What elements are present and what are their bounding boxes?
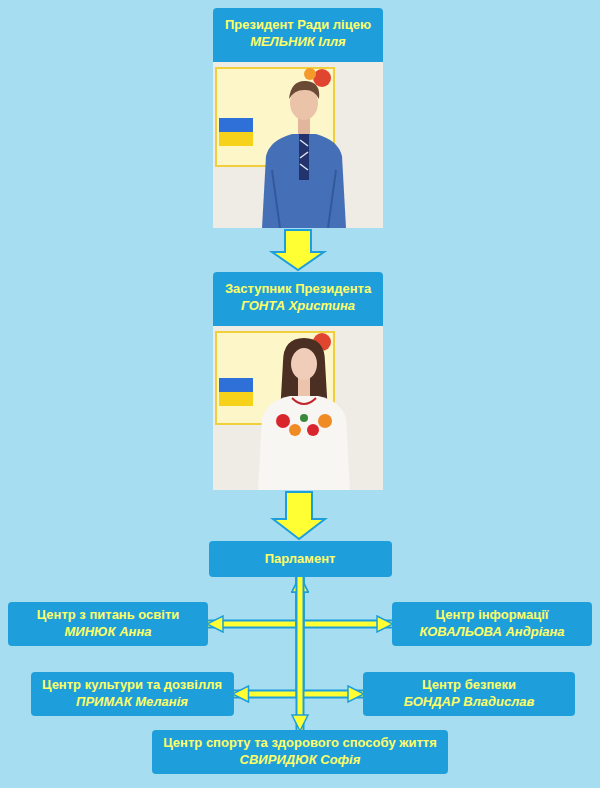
- block-arrow-shape: [273, 492, 325, 539]
- person-name: МЕЛЬНИК Ілля: [250, 34, 346, 51]
- connector-arrow: [234, 577, 301, 694]
- parliament-box: Парламент: [209, 541, 392, 577]
- center-box: Центр спорту та здорового способу життяС…: [152, 730, 448, 774]
- connector-outline: [234, 577, 301, 694]
- connector-arrow: [300, 577, 301, 730]
- connector-line: [298, 577, 303, 730]
- connector-line: [300, 577, 392, 624]
- person-name: МИНЮК Анна: [64, 624, 151, 641]
- person-name: КОВАЛЬОВА Андріана: [419, 624, 564, 641]
- box-title: Центр культури та дозвілля: [42, 677, 222, 694]
- box-title: Центр безпеки: [422, 677, 516, 694]
- connector-outline: [296, 577, 305, 730]
- box-title: Центр спорту та здорового способу життя: [163, 735, 437, 752]
- box-title: Центр інформації: [436, 607, 549, 624]
- connector-arrow: [300, 577, 363, 694]
- box-title: Заступник Президента: [225, 281, 371, 298]
- connector-outline: [300, 577, 363, 694]
- box-title: Центр з питань освіти: [37, 607, 180, 624]
- connector-line: [234, 577, 301, 694]
- portrait-box: Президент Ради ліцеюМЕЛЬНИК Ілля: [213, 8, 383, 228]
- person-name: ГОНТА Христина: [241, 298, 355, 315]
- center-box: Центр з питань освітиМИНЮК Анна: [8, 602, 208, 646]
- box-title: Парламент: [265, 551, 336, 568]
- connector-outline: [300, 577, 392, 624]
- center-box: Центр культури та дозвілляПРИМАК Меланія: [31, 672, 234, 716]
- connector-line: [300, 577, 363, 694]
- connector-arrow: [208, 577, 300, 624]
- center-box: Центр безпекиБОНДАР Владислав: [363, 672, 575, 716]
- block-arrow: [272, 230, 324, 270]
- person-name: СВИРИДЮК Софія: [240, 752, 361, 769]
- person-name: ПРИМАК Меланія: [76, 694, 188, 711]
- box-title: Президент Ради ліцею: [225, 17, 371, 34]
- person-name: БОНДАР Владислав: [404, 694, 535, 711]
- block-arrow-shape: [272, 230, 324, 270]
- connector-arrow: [300, 577, 392, 624]
- connector-outline: [208, 577, 300, 624]
- center-box: Центр інформаціїКОВАЛЬОВА Андріана: [392, 602, 592, 646]
- block-arrow: [273, 492, 325, 539]
- portrait-box: Заступник ПрезидентаГОНТА Христина: [213, 272, 383, 490]
- connector-line: [208, 577, 300, 624]
